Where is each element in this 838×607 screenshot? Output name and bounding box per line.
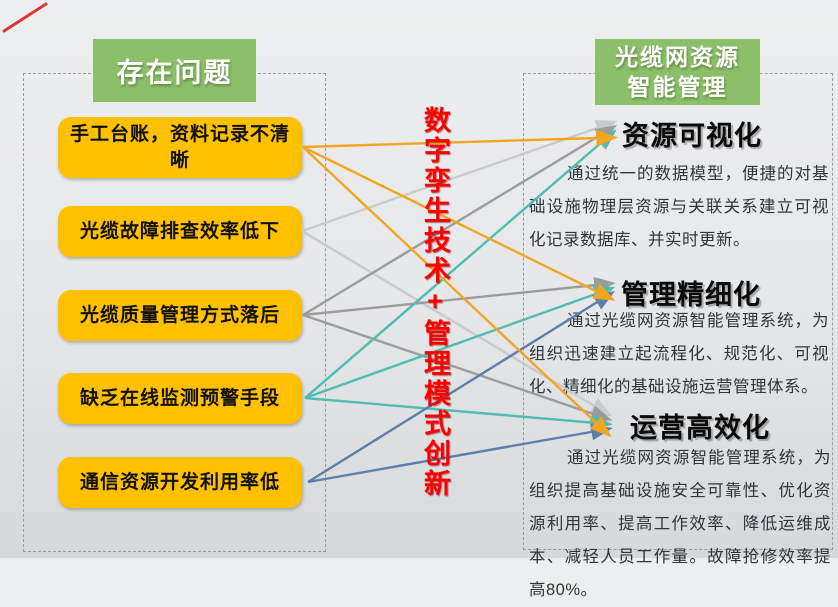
problem-box-resource-utilization: 通信资源开发利用率低 xyxy=(58,457,302,508)
arrow-p1-sC xyxy=(302,146,612,438)
problem-box-fault-troubleshooting: 光缆故障排查效率低下 xyxy=(58,206,302,257)
red-pen-mark xyxy=(2,2,48,33)
arrow-p3-sC xyxy=(302,313,613,422)
arrow-p1-sA xyxy=(302,129,618,149)
problem-label: 光缆质量管理方式落后 xyxy=(79,304,280,326)
right-panel-title-label: 光缆网资源 智能管理 xyxy=(615,42,740,103)
problem-label: 缺乏在线监测预警手段 xyxy=(79,387,280,409)
solution-title-refined-management: 管理精细化 xyxy=(621,280,761,310)
problem-box-online-monitoring: 缺乏在线监测预警手段 xyxy=(58,373,302,424)
solution-title-efficient-operation: 运营高效化 xyxy=(630,413,770,443)
problem-label: 光缆故障排查效率低下 xyxy=(79,220,280,242)
solution-desc-resource-visualization: 通过统一的数据模型，便捷的对基础设施物理层资源与关联关系建立可视化记录数据库、并… xyxy=(529,165,829,249)
arrow-p2-sA xyxy=(301,120,618,233)
problem-label: 手工台账，资料记录不清晰 xyxy=(69,123,290,171)
arrow-p3-sB xyxy=(302,276,616,317)
left-panel-title: 存在问题 xyxy=(93,39,256,102)
problem-label: 通信资源开发利用率低 xyxy=(79,471,280,493)
arrow-p4-sB xyxy=(304,286,616,400)
arrow-p4-sC xyxy=(304,396,613,431)
arrow-p1-sB xyxy=(302,145,616,301)
right-panel-title-line2: 智能管理 xyxy=(627,74,728,100)
solution-desc-refined-management: 通过光缆网资源智能管理系统，为组织迅速建立起流程化、规范化、可视化、精细化的基础… xyxy=(529,312,829,396)
solution-title-resource-visualization: 资源可视化 xyxy=(622,121,762,151)
arrow-p5-sB xyxy=(307,290,616,484)
problem-box-quality-management: 光缆质量管理方式落后 xyxy=(58,290,302,341)
problem-box-manual-ledger: 手工台账，资料记录不清晰 xyxy=(58,117,302,178)
connection-arrows xyxy=(2,2,618,484)
arrow-p3-sA xyxy=(302,125,618,317)
left-panel-title-label: 存在问题 xyxy=(116,58,233,88)
right-panel-title-line1: 光缆网资源 xyxy=(615,43,740,70)
right-panel-title: 光缆网资源 智能管理 xyxy=(595,39,760,105)
center-slogan-vertical-text: 数字孪生技术+管理模式创新 xyxy=(420,106,450,499)
arrow-p2-sC xyxy=(301,229,613,417)
arrow-p4-sA xyxy=(304,129,617,399)
arrow-p5-sC xyxy=(307,423,613,484)
